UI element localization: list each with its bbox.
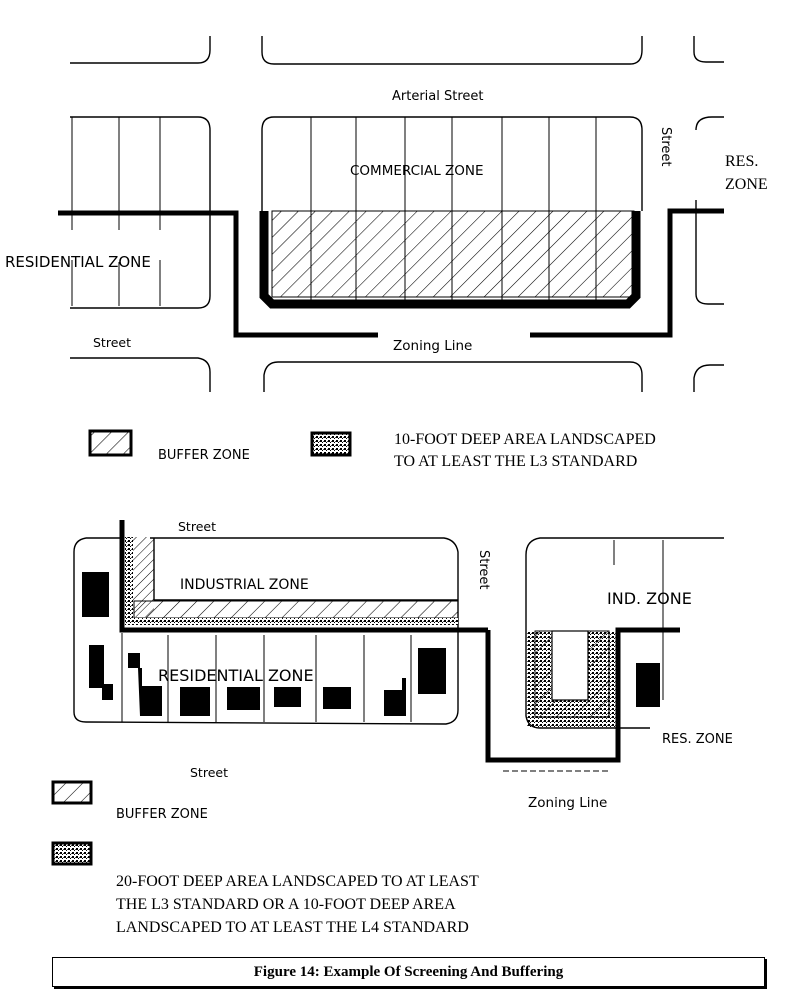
legend-landscaped-line3-bottom: LANDSCAPED TO AT LEAST THE L4 STANDARD (116, 919, 469, 936)
house (323, 687, 351, 709)
legend-landscaped-line1-top: 10-FOOT DEEP AREA LANDSCAPED (394, 431, 656, 448)
legend-landscaped-line1-bottom: 20-FOOT DEEP AREA LANDSCAPED TO AT LEAST (116, 873, 479, 890)
label-residential-zone-top: RESIDENTIAL ZONE (5, 253, 151, 271)
label-res-zone-1: RES. (725, 153, 758, 170)
block-top-right (693, 36, 724, 63)
house (180, 687, 210, 716)
legend-landscaped-swatch-bottom (51, 841, 93, 866)
zoning-line-bottom-left (119, 520, 488, 633)
legend-buffer-label-bottom: BUFFER ZONE (116, 807, 208, 822)
commercial-landscaped-edge (259, 211, 641, 309)
legend-landscaped-line2-top: TO AT LEAST THE L3 STANDARD (394, 453, 637, 470)
zoning-line-top (58, 210, 378, 338)
label-street-vertical-top: Street (658, 127, 673, 167)
industrial-landscaped-vertical (125, 537, 133, 625)
houses (82, 572, 446, 716)
label-zoning-line-top: Zoning Line (393, 338, 472, 354)
zoning-line-bottom-right (485, 627, 680, 763)
bottom-diagram: Street INDUSTRIAL ZONE RESIDENTIAL ZONE … (73, 519, 733, 811)
bottom-legend: BUFFER ZONE 20-FOOT DEEP AREA LANDSCAPED… (51, 780, 479, 936)
block-top-left (70, 36, 211, 64)
industrial-landscaped-horizontal (125, 618, 458, 625)
commercial-buffer-hatch (271, 210, 635, 298)
block-right-lower (695, 200, 724, 305)
house (82, 572, 109, 617)
figure-caption: Figure 14: Example Of Screening And Buff… (52, 957, 765, 987)
house (89, 645, 113, 700)
block-right-upper (695, 116, 724, 131)
house (128, 653, 140, 668)
block-bottom-residential (73, 537, 459, 725)
label-zoning-line-bottom: Zoning Line (528, 795, 607, 811)
industrial-buffer-horizontal (133, 600, 459, 619)
label-industrial-zone: INDUSTRIAL ZONE (180, 577, 309, 593)
label-arterial-street: Arterial Street (392, 89, 484, 104)
block-bottom-left (70, 357, 211, 392)
legend-buffer-swatch-top (88, 429, 133, 457)
top-diagram: Arterial Street COMMERCIAL ZONE Street R… (5, 36, 768, 392)
legend-buffer-label-top: BUFFER ZONE (158, 448, 250, 463)
house (227, 687, 260, 710)
label-street-top-bottom: Street (178, 519, 216, 534)
label-street-vertical-bottom: Street (476, 550, 491, 590)
label-commercial-zone: COMMERCIAL ZONE (350, 163, 484, 179)
label-res-zone-bottom: RES. ZONE (662, 732, 733, 747)
legend-landscaped-swatch-top (310, 431, 352, 457)
block-bottom-right (693, 364, 724, 392)
house (384, 678, 406, 716)
top-legend: BUFFER ZONE 10-FOOT DEEP AREA LANDSCAPED… (88, 429, 656, 470)
house (274, 687, 301, 707)
legend-landscaped-line2-bottom: THE L3 STANDARD OR A 10-FOOT DEEP AREA (116, 896, 456, 913)
zoning-line-top-right (530, 208, 724, 338)
house (418, 648, 446, 694)
block-ind-right (525, 537, 724, 630)
label-residential-zone-bottom: RESIDENTIAL ZONE (158, 666, 314, 685)
block-bottom-center (263, 361, 643, 392)
label-street-bottom-top: Street (93, 335, 131, 350)
house (138, 668, 162, 716)
legend-buffer-swatch-bottom (51, 780, 93, 805)
block-top-center (261, 36, 643, 65)
industrial-buffer-vertical (132, 537, 154, 617)
house (636, 663, 660, 707)
ind-inner-lot (551, 630, 589, 701)
label-ind-zone: IND. ZONE (607, 589, 692, 608)
block-commercial (261, 116, 643, 211)
label-res-zone-2: ZONE (725, 176, 768, 193)
label-street-bottom-bottom: Street (190, 765, 228, 780)
